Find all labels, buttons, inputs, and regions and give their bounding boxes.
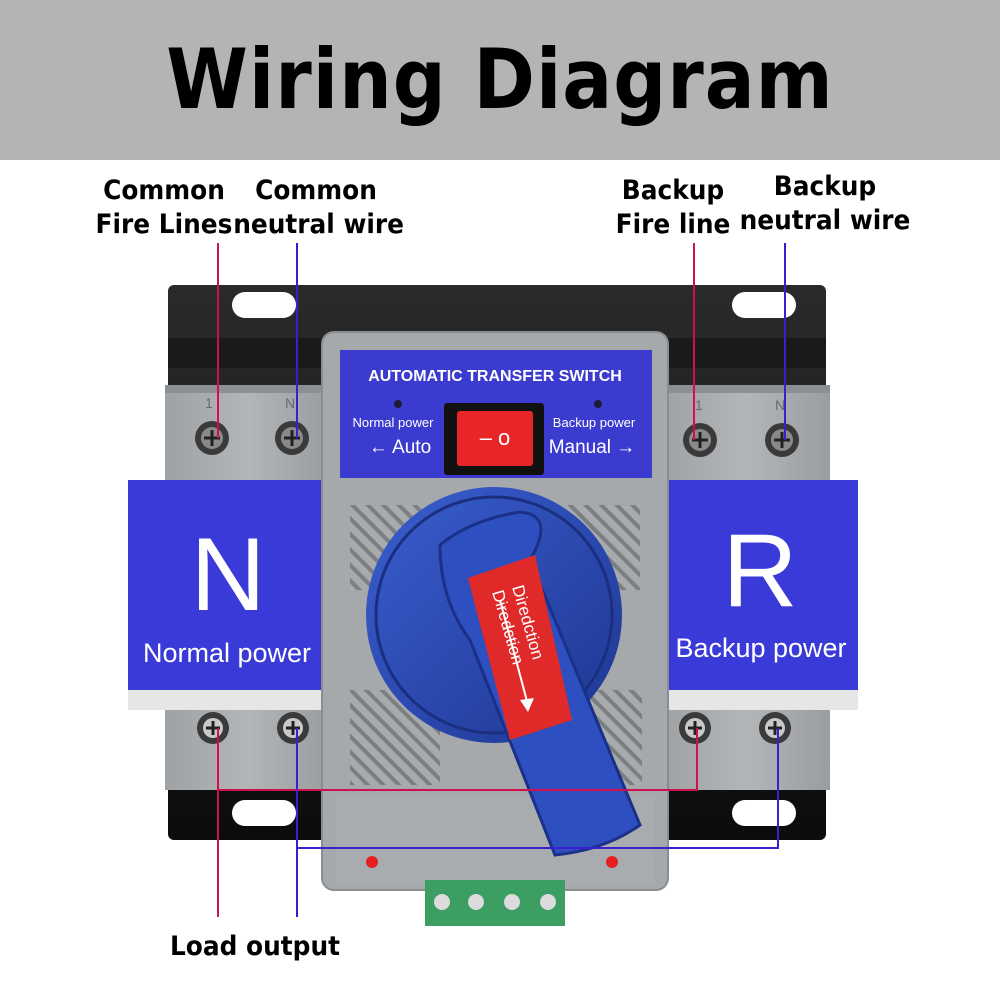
common-fire-lines-label: Common Fire Lines bbox=[90, 174, 237, 242]
wire-load-neutral bbox=[296, 728, 779, 917]
backup-power-panel-label: Backup power bbox=[675, 633, 846, 663]
normal-power-letter: N bbox=[190, 517, 265, 633]
common-neutral-wire-label-line2: neutral wire bbox=[233, 209, 405, 240]
backup-fire-line-label-line1: Backup bbox=[621, 175, 725, 206]
terminal-mark-right-neutral: N bbox=[775, 397, 785, 413]
rotary-handle[interactable] bbox=[366, 487, 642, 857]
terminal-mark-right-phase: 1 bbox=[695, 397, 703, 413]
backup-fire-line-label-line2: Fire line bbox=[615, 209, 731, 240]
device-header: AUTOMATIC TRANSFER SWITCH bbox=[368, 368, 622, 385]
mode-rocker-switch[interactable] bbox=[444, 403, 544, 475]
backup-power-indicator-label: Backup power bbox=[553, 415, 636, 430]
common-fire-lines-label-line1: Common bbox=[103, 175, 225, 206]
common-neutral-wire-label-line1: Common bbox=[255, 175, 377, 206]
terminal-mark-left-neutral: N bbox=[285, 395, 295, 411]
load-output-label: Load output bbox=[169, 931, 341, 962]
wire-load-fire bbox=[217, 728, 698, 917]
page-title: Wiring Diagram bbox=[166, 31, 834, 129]
backup-neutral-wire-label-line1: Backup bbox=[773, 171, 877, 202]
common-fire-lines-label-line2: Fire Lines bbox=[95, 209, 233, 240]
normal-power-panel-label: Normal power bbox=[143, 638, 311, 668]
backup-neutral-wire-label-line2: neutral wire bbox=[739, 205, 911, 236]
rocker-switch-symbols: – o bbox=[480, 425, 511, 450]
terminal-mark-left-phase: 1 bbox=[205, 395, 213, 411]
title-banner bbox=[0, 0, 1000, 160]
backup-neutral-wire-label: Backup neutral wire bbox=[738, 170, 913, 238]
auto-label: ← Auto bbox=[369, 437, 431, 458]
normal-power-indicator-label: Normal power bbox=[353, 415, 435, 430]
common-neutral-wire-label: Common neutral wire bbox=[233, 174, 405, 242]
backup-power-panel bbox=[666, 480, 858, 710]
normal-power-panel bbox=[128, 480, 326, 710]
load-output-terminal-block bbox=[425, 880, 565, 926]
manual-label: Manual → bbox=[549, 437, 636, 458]
backup-fire-line-label: Backup Fire line bbox=[604, 174, 742, 242]
backup-power-letter: R bbox=[722, 513, 797, 629]
